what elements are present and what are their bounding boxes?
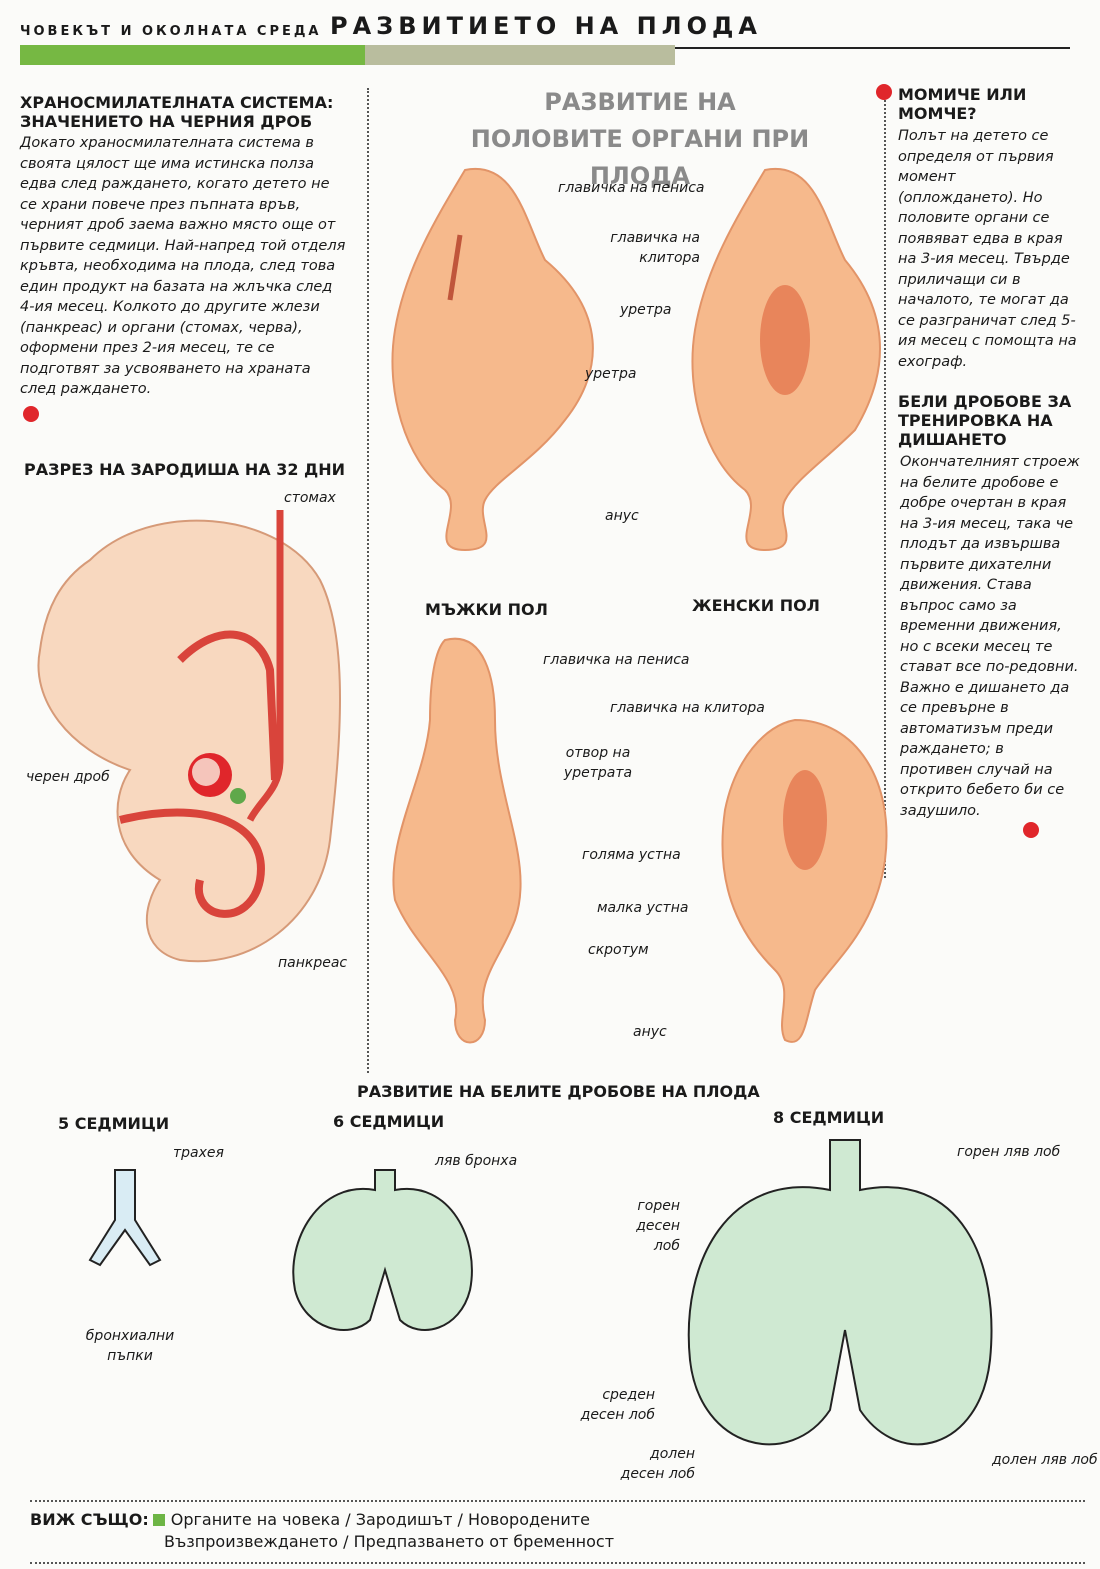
section-title: ЧОВЕКЪТ И ОКОЛНАТА СРЕДА xyxy=(20,24,322,39)
bullet-icon xyxy=(1023,822,1039,838)
label-lower-right-lobe: долен десен лоб xyxy=(620,1446,695,1482)
bullet-icon xyxy=(23,406,39,422)
label-labia-minor: малка устна xyxy=(597,900,689,916)
see-also-links-2[interactable]: Възпроизвеждането / Предпазването от бре… xyxy=(164,1532,615,1551)
label-glans-penis: главичка на пениса xyxy=(558,180,705,196)
see-also-label: ВИЖ СЪЩО: xyxy=(30,1510,149,1529)
label-upper-left-lobe: горен ляв лоб xyxy=(957,1144,1061,1160)
label-urethra-female: уретра xyxy=(620,302,672,318)
female-caption: ЖЕНСКИ ПОЛ xyxy=(692,596,820,615)
embryo-illustration xyxy=(37,510,341,963)
label-trachea: трахея xyxy=(173,1145,224,1161)
header-bar xyxy=(20,45,365,65)
girl-boy-text: Полът на детето се определя от първия мо… xyxy=(898,128,1077,370)
label-anus: анус xyxy=(605,508,639,524)
lungs-training-text: Окончателният строеж на белите дробове е… xyxy=(900,454,1080,819)
label-left-bronchus: ляв бронха xyxy=(435,1153,518,1169)
green-square-icon xyxy=(152,1514,165,1526)
embryo-heading: РАЗРЕЗ НА ЗАРОДИША НА 32 ДНИ xyxy=(24,460,346,479)
digestive-text: Докато храносмилателната система в своят… xyxy=(20,135,346,397)
lungs-title: РАЗВИТИЕ НА БЕЛИТЕ ДРОБОВЕ НА ПЛОДА xyxy=(357,1082,760,1101)
label-labia-major: голяма устна xyxy=(582,847,681,863)
bullet-icon xyxy=(876,84,892,100)
week6-caption: 6 СЕДМИЦИ xyxy=(333,1112,445,1131)
page-title: РАЗВИТИЕТО НА ПЛОДА xyxy=(330,12,762,40)
footer-divider xyxy=(30,1562,1085,1564)
header-bar-grey xyxy=(365,45,675,65)
label-urethra-male: уретра xyxy=(585,366,637,382)
label-scrotum: скротум xyxy=(588,942,649,958)
see-also: ВИЖ СЪЩО: Органите на човека / Зародишът … xyxy=(30,1510,590,1529)
label-anus-2: анус xyxy=(633,1024,667,1040)
genitals-title: РАЗВИТИЕ НА ПОЛОВИТЕ ОРГАНИ ПРИ ПЛОДА xyxy=(470,88,810,190)
label-lower-left-lobe: долен ляв лоб xyxy=(992,1452,1098,1468)
see-also-links-1[interactable]: Органите на човека / Зародишът / Новород… xyxy=(170,1510,590,1529)
lungs-illustrations xyxy=(88,1139,993,1446)
week8-caption: 8 СЕДМИЦИ xyxy=(773,1108,885,1127)
week5-caption: 5 СЕДМИЦИ xyxy=(58,1114,170,1133)
label-glans-clitoris-2: главичка на клитора xyxy=(610,700,765,716)
genitals-illustrations xyxy=(391,167,888,1044)
label-liver: черен дроб xyxy=(26,769,110,785)
column-divider xyxy=(884,88,886,878)
label-urethra-opening: отвор на уретрата xyxy=(563,745,633,781)
label-glans-penis-2: главичка на пениса xyxy=(543,652,690,668)
label-stomach: стомах xyxy=(284,490,336,506)
label-pancreas: панкреас xyxy=(278,955,348,971)
male-caption: МЪЖКИ ПОЛ xyxy=(425,600,548,619)
header-rule xyxy=(675,47,1070,49)
column-divider xyxy=(367,88,369,1073)
digestive-heading: ХРАНОСМИЛАТЕЛНАТА СИСТЕМА: ЗНАЧЕНИЕТО НА… xyxy=(20,93,334,131)
label-middle-right-lobe: среден десен лоб xyxy=(580,1387,655,1423)
lungs-training-heading: БЕЛИ ДРОБОВЕ ЗА ТРЕНИРОВКА НА ДИШАНЕТО xyxy=(898,392,1072,449)
label-bronchial-buds: бронхиални пъпки xyxy=(85,1328,175,1364)
footer-divider xyxy=(30,1500,1085,1502)
label-glans-clitoris: главичка на клитора xyxy=(610,230,700,266)
label-upper-right-lobe: горен десен лоб xyxy=(636,1198,680,1254)
girl-boy-heading: МОМИЧЕ ИЛИ МОМЧЕ? xyxy=(898,85,1027,123)
